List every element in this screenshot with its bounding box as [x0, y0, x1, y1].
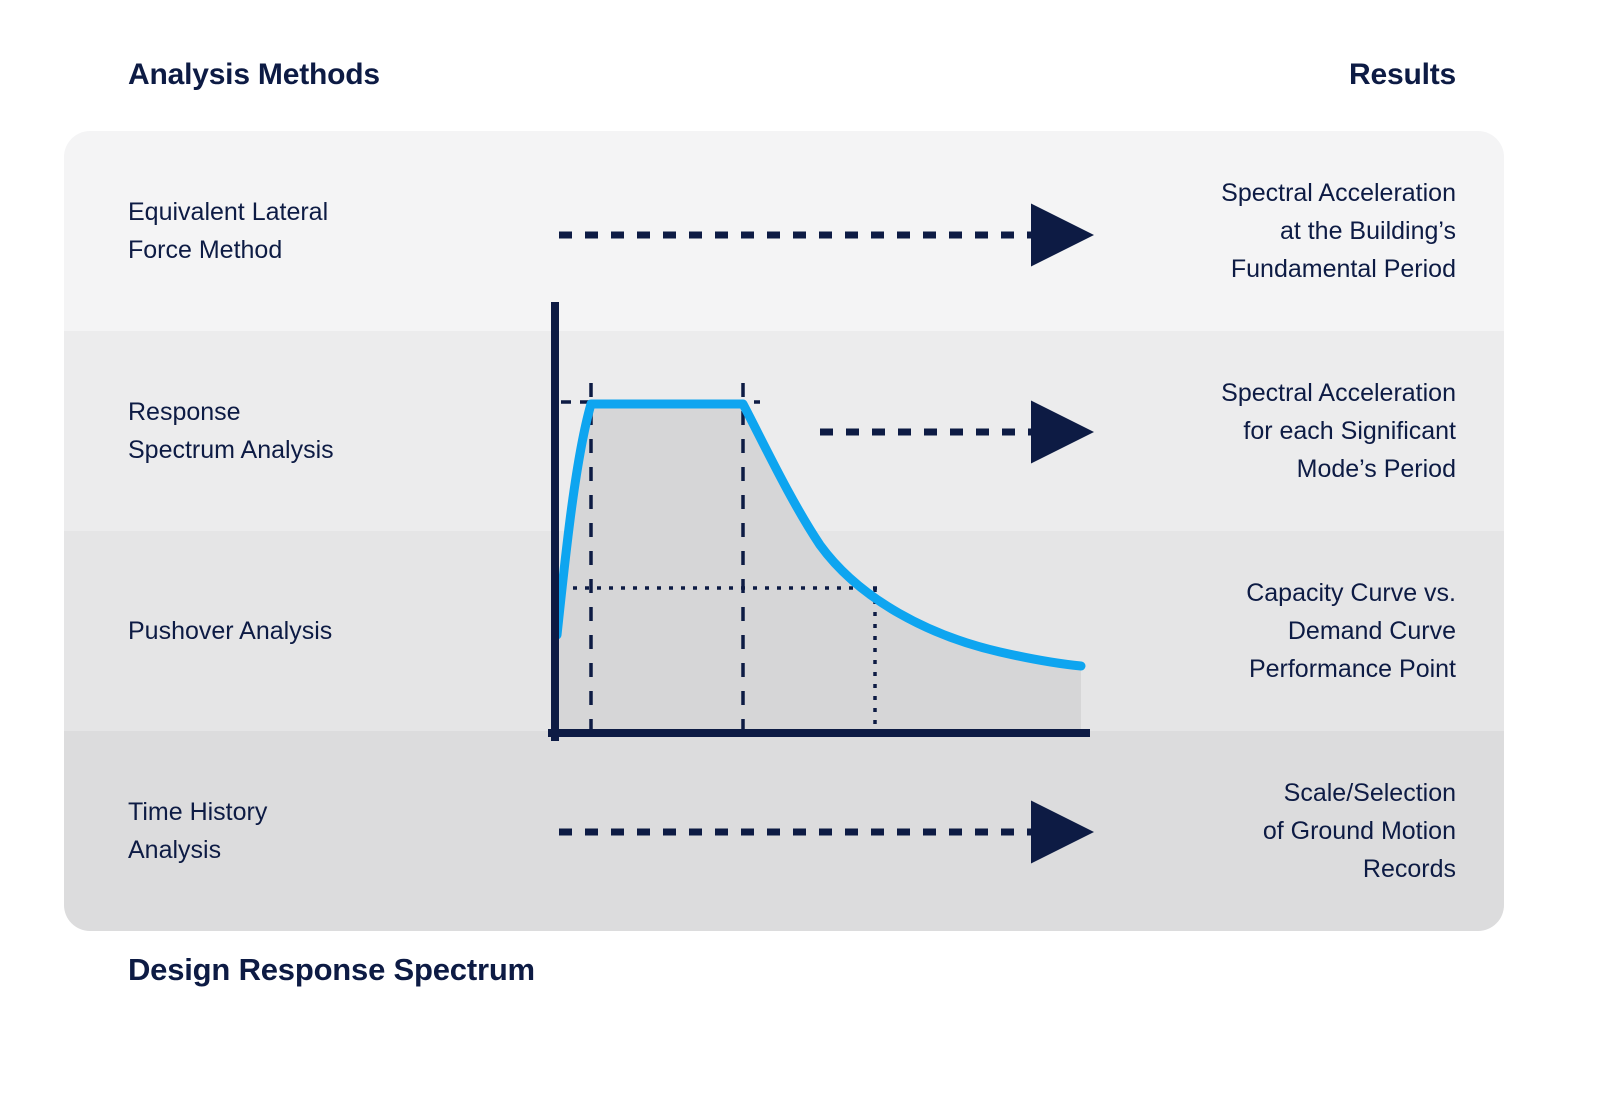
table-row: Pushover Analysis Capacity Curve vs. Dem… [64, 531, 1504, 731]
row-band-equivalent-lateral-force [64, 131, 1504, 331]
method-label-pushover: Pushover Analysis [128, 612, 508, 650]
header: Analysis Methods Results [0, 58, 1600, 118]
table-row: Response Spectrum Analysis Spectral Acce… [64, 331, 1504, 531]
result-line: Spectral Acceleration [1221, 379, 1456, 407]
method-label-time-history: Time History Analysis [128, 793, 508, 869]
table-row: Time History Analysis Scale/Selection of… [64, 731, 1504, 931]
result-line: Capacity Curve vs. [1246, 579, 1456, 607]
method-line: Response [128, 398, 241, 426]
methods-results-panel: Equivalent Lateral Force Method Spectral… [64, 131, 1504, 931]
page-title-analysis-methods: Analysis Methods [128, 58, 380, 91]
result-line: of Ground Motion [1262, 817, 1456, 845]
table-row: Equivalent Lateral Force Method Spectral… [64, 131, 1504, 331]
method-line: Pushover Analysis [128, 617, 333, 645]
result-label-pushover: Capacity Curve vs. Demand Curve Performa… [1036, 574, 1456, 688]
result-line: Scale/Selection [1283, 779, 1456, 807]
result-line: Mode’s Period [1296, 455, 1456, 483]
method-line: Spectrum Analysis [128, 436, 334, 464]
result-line: Records [1362, 855, 1456, 883]
method-label-response-spectrum: Response Spectrum Analysis [128, 393, 508, 469]
result-label-equivalent-lateral-force: Spectral Acceleration at the Building’s … [1036, 174, 1456, 288]
method-line: Equivalent Lateral [128, 198, 329, 226]
method-label-equivalent-lateral-force: Equivalent Lateral Force Method [128, 193, 508, 269]
result-line: Demand Curve [1287, 617, 1456, 645]
method-line: Time History [128, 798, 268, 826]
result-line: Spectral Acceleration [1221, 179, 1456, 207]
method-line: Force Method [128, 236, 283, 264]
result-label-time-history: Scale/Selection of Ground Motion Records [1036, 774, 1456, 888]
chart-caption: Design Response Spectrum [128, 952, 535, 987]
result-line: Fundamental Period [1230, 255, 1456, 283]
result-line: at the Building’s [1279, 217, 1456, 245]
result-label-response-spectrum: Spectral Acceleration for each Significa… [1036, 374, 1456, 488]
result-line: for each Significant [1243, 417, 1456, 445]
page-title-results: Results [1349, 58, 1456, 91]
method-line: Analysis [128, 836, 222, 864]
result-line: Performance Point [1248, 655, 1456, 683]
